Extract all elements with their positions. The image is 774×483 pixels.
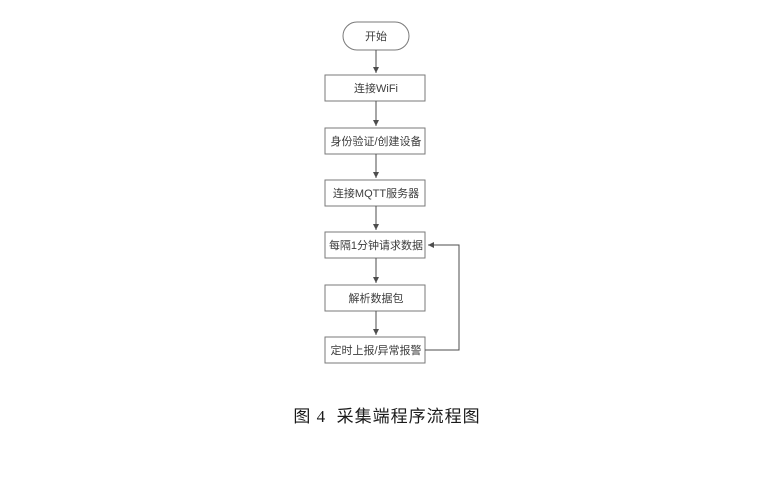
node-request-data-shape — [324, 231, 426, 259]
node-report-alarm-label: 定时上报/异常报警 — [330, 343, 421, 357]
node-connect-mqtt-shape — [324, 179, 426, 207]
node-connect-wifi-label: 连接WiFi — [354, 82, 398, 95]
arrow-report-loop-to-request — [425, 242, 460, 351]
node-labels: 开始 连接WiFi 身份验证/创建设备 连接MQTT服务器 每隔1分钟请求数据 … — [329, 29, 423, 357]
node-auth-create-device-shape — [324, 127, 426, 155]
node-start-label: 开始 — [365, 29, 387, 43]
figure-caption: 图 4 采集端程序流程图 — [293, 407, 481, 426]
node-parse-packet-shape — [324, 284, 426, 312]
node-request-data-label: 每隔1分钟请求数据 — [329, 238, 423, 252]
node-connect-mqtt-label: 连接MQTT服务器 — [333, 187, 419, 200]
node-connect-wifi-shape — [324, 74, 426, 102]
node-parse-packet-label: 解析数据包 — [349, 291, 404, 305]
node-shapes — [324, 21, 426, 364]
flow-arrows — [373, 50, 460, 351]
node-report-alarm-shape — [324, 336, 426, 364]
node-auth-create-device-label: 身份验证/创建设备 — [330, 134, 421, 148]
